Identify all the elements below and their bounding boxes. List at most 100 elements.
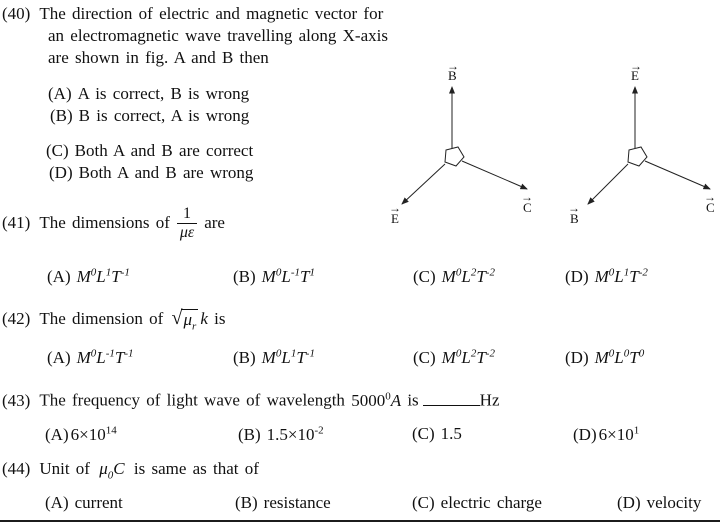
q41-option-a: (A)M0L1T-1 xyxy=(47,266,130,287)
question-40-line3: are shown in fig. A and B then xyxy=(48,48,269,67)
option-label: (A) xyxy=(47,347,71,367)
q44-option-b: (B)resistance xyxy=(235,493,331,513)
q43-option-a: (A)6×1014 xyxy=(45,424,117,445)
option-label: (A) xyxy=(45,493,69,512)
fig-a-bl-vector-arrow-icon: → xyxy=(389,201,401,215)
q42-option-c: (C)M0L2T-2 xyxy=(413,347,495,368)
q42-option-a: (A)M0L-1T-1 xyxy=(47,347,134,368)
option-text: A is correct, B is wrong xyxy=(77,84,250,103)
q41-option-c: (C)M0L2T-2 xyxy=(413,266,495,287)
fraction-numerator: 1 xyxy=(183,204,192,222)
option-label: (C) xyxy=(413,266,436,286)
question-43-title: (43) The frequency of light wave of wavel… xyxy=(2,390,500,411)
option-label: (C) xyxy=(412,424,435,443)
option-text: resistance xyxy=(263,493,331,512)
option-label: (A) xyxy=(47,266,71,286)
option-value: M0L1T-1 xyxy=(76,266,130,286)
question-44-number: (44) xyxy=(2,459,31,478)
option-value: M0L0T0 xyxy=(594,347,645,367)
q41-fraction: 1 με xyxy=(176,204,198,242)
question-43-number: (43) xyxy=(2,390,31,410)
q42-options-row: (A)M0L-1T-1 (B)M0L1T-1 (C)M0L2T-2 (D)M0L… xyxy=(0,347,720,369)
option-label: (A) xyxy=(48,84,72,103)
option-label: (B) xyxy=(238,424,261,444)
option-label: (B) xyxy=(233,347,256,367)
diagram-fig-a xyxy=(401,86,528,205)
q43-option-b: (B)1.5×10-2 xyxy=(238,424,324,445)
q41-options-row: (A)M0L1T-1 (B)M0L-1T1 (C)M0L2T-2 (D)M0L1… xyxy=(0,266,720,288)
fig-b-top-vector-arrow-icon: → xyxy=(630,59,642,73)
option-value: 1.5 xyxy=(440,424,462,443)
option-label: (C) xyxy=(413,347,436,367)
q41-option-b: (B)M0L-1T1 xyxy=(233,266,315,287)
page-bottom-border xyxy=(0,520,720,522)
question-40-number: (40) xyxy=(2,4,31,23)
q43-option-d: (D)6×101 xyxy=(573,424,639,445)
fig-a-top-vector-arrow-icon: → xyxy=(447,59,459,73)
fig-a-br-vector-arrow-icon: → xyxy=(521,190,533,204)
fig-b-bottom-right-label: C xyxy=(706,200,715,215)
fig-a-lower-left-axis-arrow xyxy=(401,163,446,205)
fig-a-bottom-right-label: C xyxy=(523,200,532,215)
option-value: M0L1T-2 xyxy=(594,266,648,286)
q43-text-mid: is xyxy=(407,390,419,410)
q42-square-root: √μr xyxy=(171,307,199,333)
q44-option-d: (D) velocity xyxy=(617,493,701,513)
option-value: M0L-1T-1 xyxy=(76,347,134,367)
option-label: (D) xyxy=(573,424,597,444)
fig-b-origin-pentagon xyxy=(627,146,648,167)
question-40-line1: (40)The direction of electric and magnet… xyxy=(2,4,383,24)
option-value: 1.5×10-2 xyxy=(266,424,324,444)
option-label: (D) xyxy=(565,347,589,367)
q43-text-before: The frequency of light wave of wavelengt… xyxy=(39,390,345,410)
q44-option-a: (A)current xyxy=(45,493,123,513)
fig-a-bottom-left-label: E xyxy=(391,211,399,226)
radicand: μr xyxy=(181,309,199,333)
option-label: (D) xyxy=(617,493,641,512)
q40-option-c: (C)Both A and B are correct xyxy=(46,141,253,161)
fig-b-lower-left-axis-arrow xyxy=(587,163,629,205)
em-wave-diagrams: → B → E → C → E → B → C xyxy=(389,59,716,226)
option-text: B is correct, A is wrong xyxy=(78,106,250,125)
answer-blank-line xyxy=(422,391,480,406)
q43-wavelength-value: 50000A xyxy=(351,390,402,410)
q41-text-after: are xyxy=(204,213,225,232)
fraction-denominator: με xyxy=(176,222,198,242)
q43-unit: Hz xyxy=(479,390,500,410)
question-41-number: (41) xyxy=(2,213,31,232)
fig-a-lower-right-axis-arrow xyxy=(461,160,528,190)
option-label: (C) xyxy=(412,493,435,512)
option-label: (D) xyxy=(565,266,589,286)
question-40-line2: an electromagnetic wave travelling along… xyxy=(48,26,388,45)
option-label: (B) xyxy=(233,266,256,286)
q43-option-c: (C) 1.5 xyxy=(412,424,462,444)
q42-text-after: is xyxy=(214,309,226,328)
q43-options-row: (A)6×1014 (B)1.5×10-2 (C) 1.5 (D)6×101 xyxy=(0,424,720,446)
q44-text-after: is same as that of xyxy=(133,459,259,478)
option-text: velocity xyxy=(646,493,702,512)
q41-option-d: (D)M0L1T-2 xyxy=(565,266,648,287)
option-value: 6×1014 xyxy=(70,424,117,444)
question-44-title: (44)Unit of μ0C is same as that of xyxy=(2,459,259,481)
option-value: 6×101 xyxy=(598,424,640,444)
fig-b-lower-right-axis-arrow xyxy=(644,160,711,190)
option-text: Both A and B are correct xyxy=(74,141,254,160)
option-value: M0L-1T1 xyxy=(261,266,315,286)
q44-option-c: (C)electric charge xyxy=(412,493,542,513)
option-text: Both A and B are wrong xyxy=(78,163,254,182)
fig-b-br-vector-arrow-icon: → xyxy=(704,190,716,204)
option-label: (A) xyxy=(45,424,69,444)
q40-option-a: (A) A is correct, B is wrong xyxy=(48,84,249,104)
fig-a-top-label: B xyxy=(448,68,457,83)
q44-options-row: (A)current (B)resistance (C)electric cha… xyxy=(0,493,720,515)
fig-b-top-label: E xyxy=(631,68,639,83)
q42-option-b: (B)M0L1T-1 xyxy=(233,347,315,368)
option-label: (D) xyxy=(49,163,73,182)
q42-variable-k: k xyxy=(200,309,208,328)
diagram-fig-b xyxy=(587,86,711,205)
q42-text-before: The dimension of xyxy=(39,309,164,328)
radical-sign: √ xyxy=(171,307,183,329)
q41-text-before: The dimensions of xyxy=(39,213,170,232)
question-42-number: (42) xyxy=(2,309,31,328)
